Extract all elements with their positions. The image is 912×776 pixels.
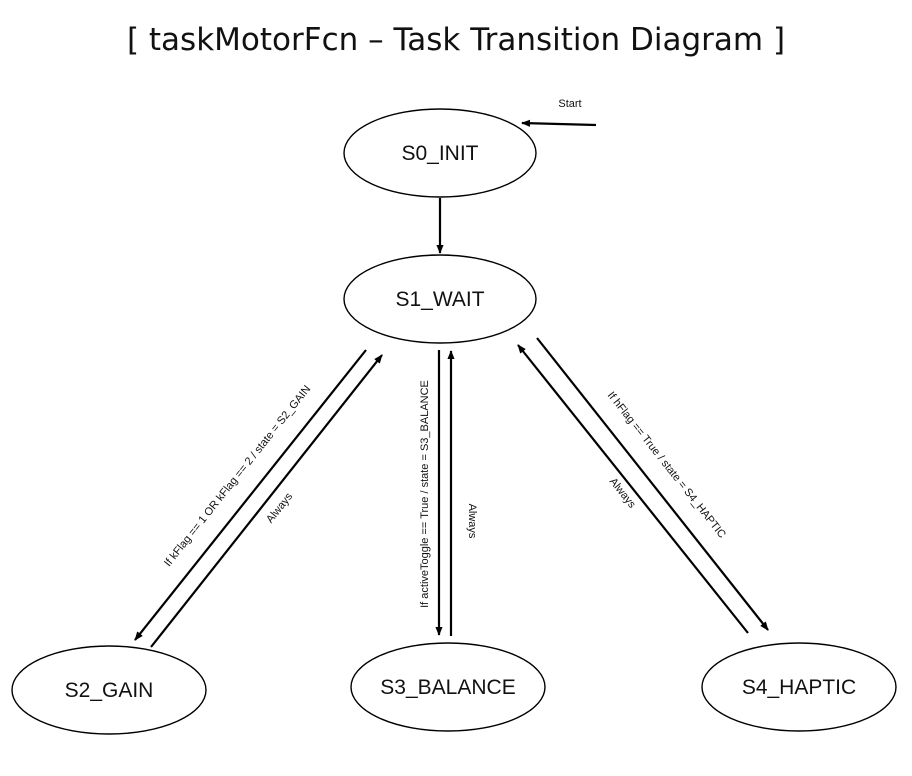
arrow-s1-to-s2 [134, 349, 367, 641]
label-s4-to-s1: Always [607, 476, 638, 511]
start-transition: Start [521, 98, 597, 127]
start-arrow [521, 119, 597, 127]
state-s4-haptic: S4_HAPTIC [701, 642, 897, 732]
state-s0-init: S0_INIT [343, 108, 537, 198]
state-label-s3: S3_BALANCE [380, 676, 515, 699]
state-node-s2 [11, 645, 207, 735]
arrow-s4-to-s1 [517, 344, 749, 634]
state-node-s4 [701, 642, 897, 732]
state-node-s0 [343, 108, 537, 198]
label-s2-to-s1: Always [264, 490, 295, 525]
arrow-s1-to-s4 [536, 337, 769, 631]
diagram-title: [ taskMotorFcn – Task Transition Diagram… [126, 22, 786, 58]
transition-s1-s2: If kFlag == 1 OR kFlag == 2 / state = S2… [134, 349, 383, 648]
label-s1-to-s4: If hFlag == True / state = S4_HAPTIC [605, 390, 728, 541]
state-label-s2: S2_GAIN [65, 679, 154, 702]
state-node-s1 [343, 254, 537, 344]
transition-s1-s3: If activeToggle == True / state = S3_BAL… [419, 350, 478, 636]
state-label-s4: S4_HAPTIC [742, 676, 856, 699]
start-label: Start [558, 98, 581, 110]
state-label-s1: S1_WAIT [395, 288, 484, 311]
state-s1-wait: S1_WAIT [343, 254, 537, 344]
state-s3-balance: S3_BALANCE [350, 642, 546, 732]
label-s3-to-s1: Always [466, 504, 478, 539]
state-s2-gain: S2_GAIN [11, 645, 207, 735]
arrow-s2-to-s1 [150, 354, 383, 648]
state-label-s0: S0_INIT [401, 142, 478, 165]
label-s1-to-s3: If activeToggle == True / state = S3_BAL… [419, 380, 431, 608]
transition-s1-s4: If hFlag == True / state = S4_HAPTIC Alw… [517, 337, 769, 634]
label-s1-to-s2: If kFlag == 1 OR kFlag == 2 / state = S2… [162, 383, 313, 569]
state-node-s3 [350, 642, 546, 732]
